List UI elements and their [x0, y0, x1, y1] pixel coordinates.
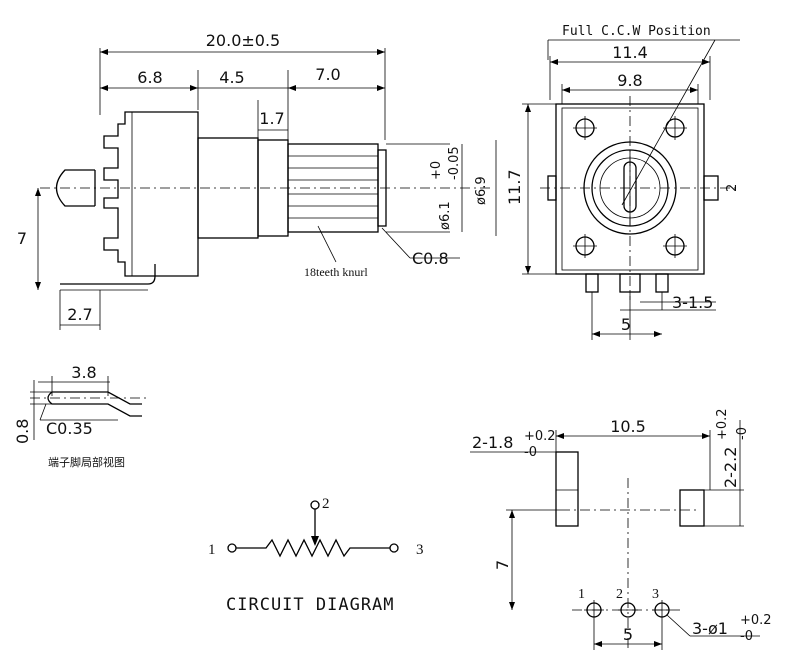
footprint-pin1-label: 1	[578, 587, 585, 602]
circuit-title: CIRCUIT DIAGRAM	[226, 595, 395, 615]
front-view: Full C.C.W Position 11.4 9.8 2	[505, 24, 740, 340]
pin-pitch-label: 5	[621, 315, 631, 334]
holes-tol-lower: -0	[740, 629, 753, 644]
dim-7-0-label: 7.0	[315, 65, 340, 84]
position-note: Full C.C.W Position	[562, 24, 711, 39]
slot-label: 2-2.2	[721, 447, 740, 488]
mount-tol-lower: -0	[524, 445, 537, 460]
overall-length-label: 20.0±0.5	[206, 31, 280, 50]
mount-tol-upper: +0.2	[524, 429, 556, 444]
footprint-pin3-label: 3	[652, 587, 659, 602]
terminal-chamfer-label: C0.35	[46, 419, 93, 438]
footprint-vertical-label: 7	[493, 560, 512, 570]
side-view: 20.0±0.5 6.8 4.5 7.0 1.7	[17, 31, 497, 330]
footprint-pitch-label: 5	[623, 625, 633, 644]
corner-hole	[573, 116, 687, 258]
shaft-tol-lower: -0.05	[447, 146, 462, 180]
terminal-caption: 端子脚局部视图	[48, 455, 125, 469]
slot-tol-lower: -0	[735, 427, 750, 440]
terminal-length-label: 3.8	[71, 363, 96, 382]
circuit-pin2-label: 2	[322, 496, 330, 512]
pcb-footprint: 10.5 2-1.8 +0.2 -0 2-2.2 +0.2 -0 7 1 2	[470, 408, 772, 650]
knurl-label: 18teeth knurl	[304, 265, 368, 279]
dim-1-7-label: 1.7	[259, 109, 284, 128]
width-outer-label: 11.4	[612, 43, 648, 62]
circuit-pin3-label: 3	[416, 542, 424, 558]
footprint-pin2-label: 2	[616, 587, 623, 602]
footprint-span-label: 10.5	[610, 417, 646, 436]
holes-label: 3-ø1	[692, 619, 728, 638]
knurl-diameter-label: ø6.9	[474, 176, 489, 205]
holes-tol-upper: +0.2	[740, 613, 772, 628]
height-label: 11.7	[505, 169, 524, 205]
circuit-pin1-label: 1	[208, 542, 216, 558]
chamfer-label: C0.8	[412, 249, 449, 268]
dim-6-8-label: 6.8	[137, 68, 162, 87]
shaft-diameter-label: ø6.1	[438, 201, 453, 230]
tab-label: 2	[725, 184, 740, 192]
dim-4-5-label: 4.5	[219, 68, 244, 87]
width-inner-label: 9.8	[617, 71, 642, 90]
terminal-thickness-label: 0.8	[13, 419, 32, 444]
slot-tol-upper: +0.2	[715, 408, 730, 440]
shaft-tol-upper: +0	[429, 161, 444, 180]
pin-spec-label: 3-1.5	[672, 293, 713, 312]
circuit-diagram: 1 3 2 CIRCUIT DIAGRAM	[208, 496, 424, 615]
mount-hole-label: 2-1.8	[472, 433, 513, 452]
height-7-label: 7	[17, 229, 27, 248]
pin-offset-label: 2.7	[67, 305, 92, 324]
terminal-detail: 3.8 0.8 C0.35 端子脚局部视图	[13, 363, 150, 469]
